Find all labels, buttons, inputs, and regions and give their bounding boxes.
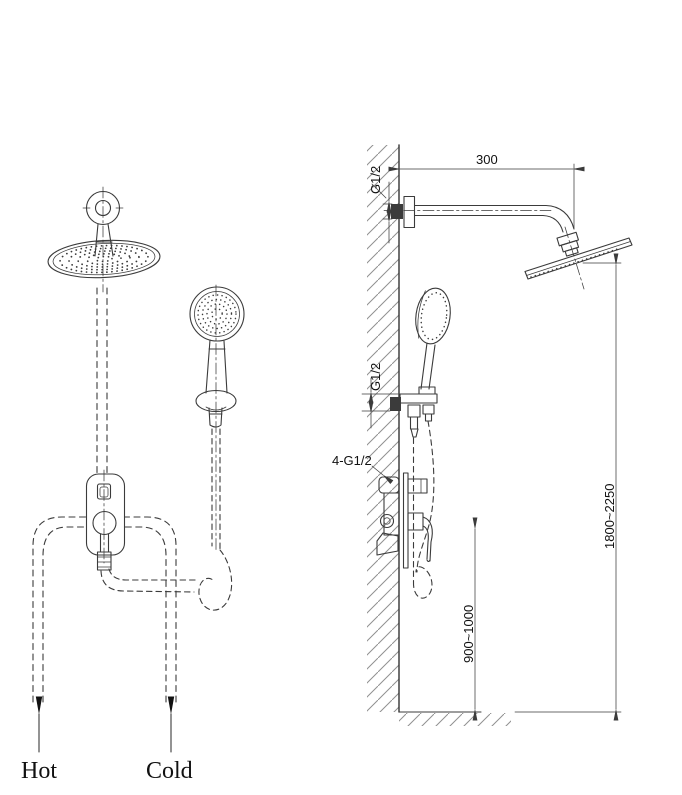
hot-label: Hot bbox=[21, 758, 57, 784]
hand-shower-handle-side bbox=[420, 342, 436, 390]
mixer-valve-side bbox=[376, 472, 433, 569]
wall-hatching bbox=[367, 145, 399, 712]
floor-line bbox=[398, 711, 622, 726]
side-view: 300 G1/2 G1/2 bbox=[332, 144, 633, 726]
arm-flange bbox=[403, 195, 416, 229]
valve-handle-side bbox=[407, 512, 424, 531]
valve-plate-edge bbox=[402, 472, 409, 569]
shower-arm-side bbox=[382, 195, 580, 257]
front-view: Hot Cold bbox=[21, 186, 245, 784]
floor-hatching bbox=[399, 713, 511, 726]
holder-thread-label: G1/2 bbox=[368, 363, 383, 391]
hand-shower-hose-front bbox=[100, 428, 233, 611]
valve-thread-callout: 4-G1/2 bbox=[332, 453, 394, 485]
valve-handle-front bbox=[92, 510, 117, 536]
rain-head-side bbox=[524, 226, 633, 290]
handle-end bbox=[208, 407, 223, 428]
arm-length-label: 300 bbox=[476, 152, 498, 167]
arm-thread-callout: G1/2 bbox=[368, 166, 392, 244]
diverter-knob-front bbox=[96, 483, 112, 500]
hand-shower-handle bbox=[205, 339, 228, 394]
concealed-supply-pipe bbox=[96, 287, 108, 475]
arm-dimension-300: 300 bbox=[388, 152, 585, 229]
wall-section bbox=[367, 144, 400, 713]
hand-shower-hose-side bbox=[412, 420, 435, 599]
cold-label: Cold bbox=[146, 758, 193, 784]
valve-side-port bbox=[379, 513, 395, 529]
arm-thread-label: G1/2 bbox=[368, 166, 383, 194]
head-height-label: 1800~2250 bbox=[602, 484, 617, 549]
rain-head-disc bbox=[47, 239, 161, 279]
hose-outlet-fitting bbox=[407, 404, 421, 418]
valve-bottom-port bbox=[376, 532, 399, 556]
arm-wall-connection bbox=[391, 204, 403, 219]
valve-lever bbox=[422, 516, 433, 563]
cold-pipe bbox=[124, 516, 177, 703]
hand-shower-side bbox=[415, 287, 451, 390]
hand-shower-holder-front bbox=[195, 389, 237, 413]
arm-nut-fittings bbox=[556, 231, 580, 257]
hand-shower-holder-side bbox=[390, 386, 438, 438]
mixer-valve-front bbox=[85, 469, 126, 571]
hot-pipe bbox=[32, 516, 87, 703]
valve-height-label: 900~1000 bbox=[461, 605, 476, 663]
dimension-head-height: 1800~2250 bbox=[582, 253, 622, 721]
holder-thread-callout: G1/2 bbox=[361, 363, 399, 429]
valve-thread-label: 4-G1/2 bbox=[332, 453, 372, 468]
holder-wall-connection bbox=[390, 397, 401, 411]
hand-shower-face bbox=[189, 286, 245, 342]
dimension-valve-height: 900~1000 bbox=[461, 517, 478, 721]
rain-shower-head-front bbox=[47, 186, 161, 475]
valve-outlet-collar bbox=[96, 551, 112, 571]
diverter-knob-side bbox=[407, 478, 428, 494]
hand-shower-front bbox=[100, 284, 245, 611]
